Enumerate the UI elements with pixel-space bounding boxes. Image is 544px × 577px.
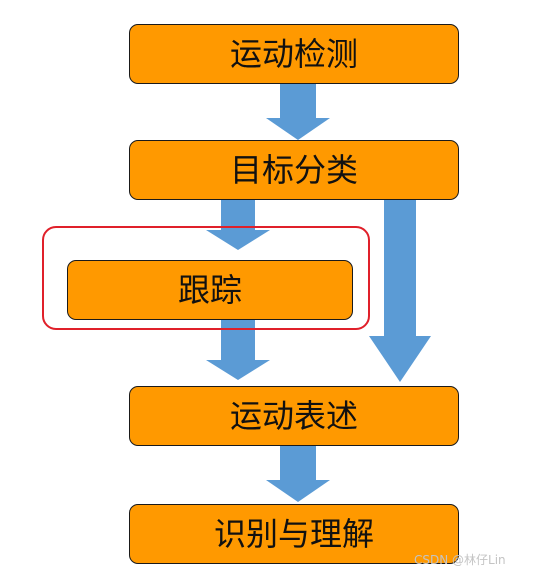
motion-detection-label: 运动检测 [229, 35, 358, 73]
tracking-box: 跟踪 [67, 260, 353, 320]
action-description-box: 运动表述 [129, 386, 459, 446]
watermark: CSDN @林仔Lin [414, 553, 506, 567]
arrow-detect-to-classify [266, 84, 330, 140]
object-classification-label: 目标分类 [229, 151, 358, 189]
motion-detection-box: 运动检测 [129, 24, 459, 84]
action-description-label: 运动表述 [229, 397, 358, 435]
object-classification-box: 目标分类 [129, 140, 459, 200]
tracking-label: 跟踪 [177, 271, 242, 309]
tracking-highlight-frame [42, 226, 370, 330]
recognition-label: 识别与理解 [213, 515, 374, 553]
arrow-track-to-describe [206, 320, 270, 380]
arrow-classify-to-track [206, 200, 270, 250]
arrow-classify-to-describe-bypass [369, 200, 431, 382]
arrow-describe-to-recognize [266, 446, 330, 502]
recognition-box: 识别与理解 [129, 504, 459, 564]
